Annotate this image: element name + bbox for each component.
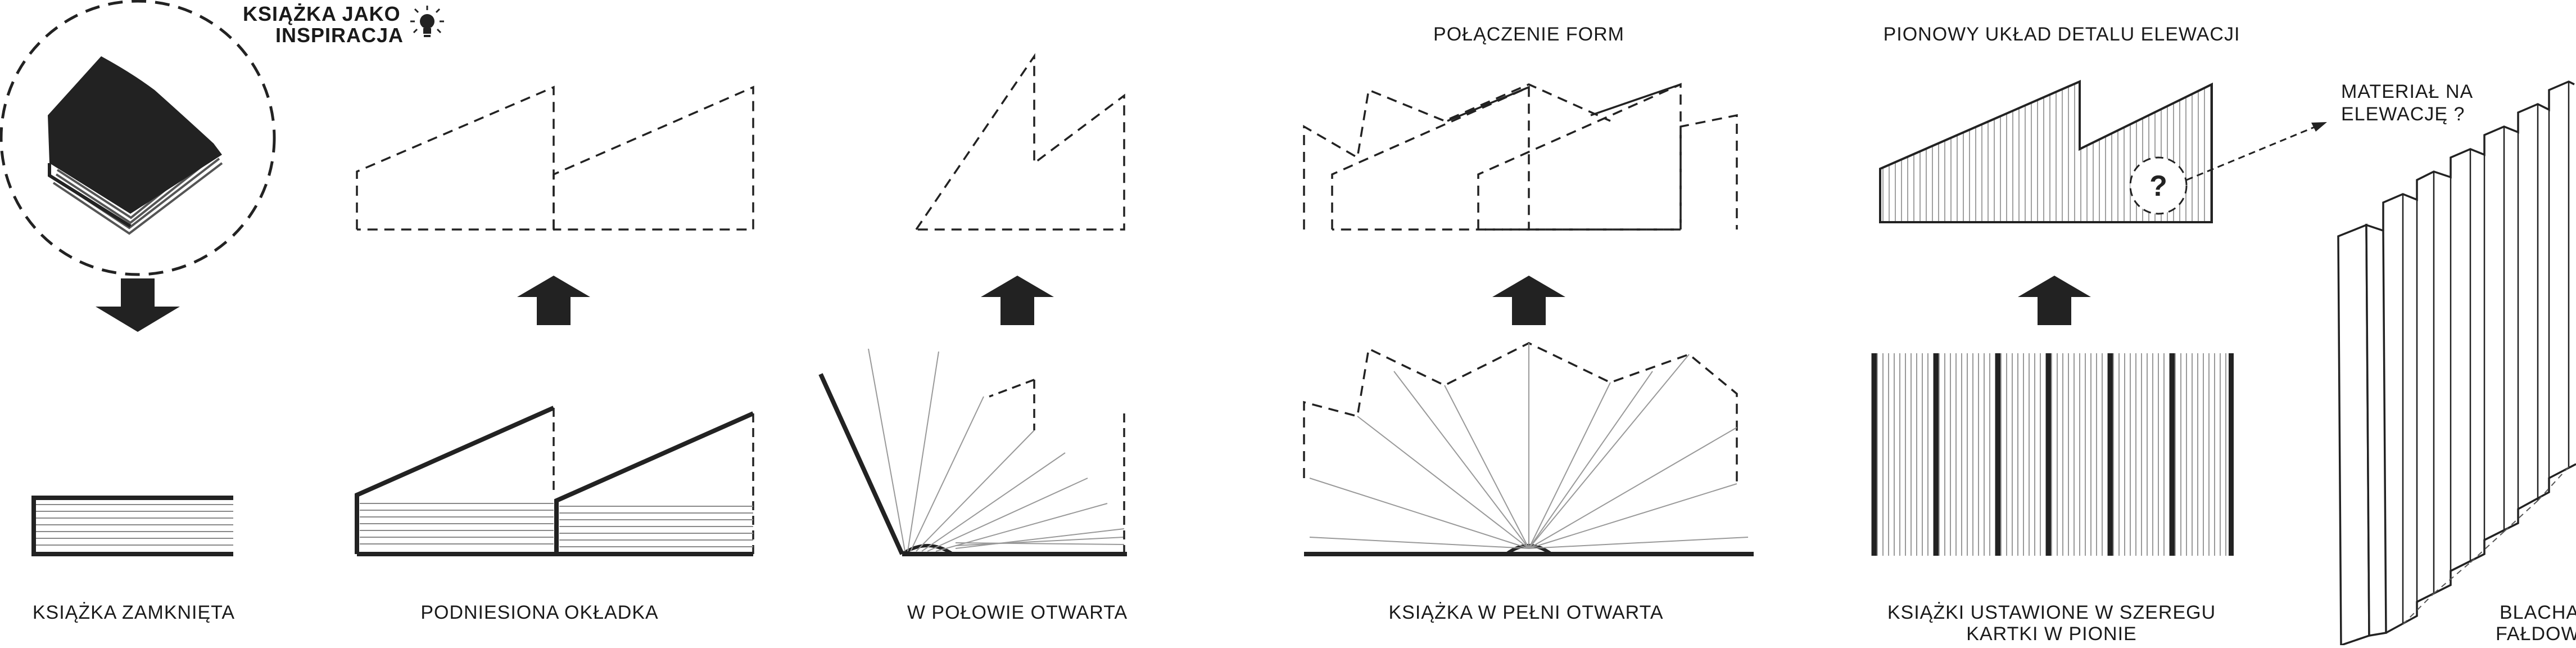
caption-full: KSIĄŻKA W PEŁNI OTWARTA bbox=[1388, 602, 1664, 623]
title-forms: POŁĄCZENIE FORM bbox=[1433, 24, 1624, 45]
up-arrow-1 bbox=[517, 276, 590, 325]
up-arrow-4 bbox=[2018, 276, 2091, 325]
caption-sheet-1: BLACHA bbox=[2500, 602, 2576, 623]
header-line-2: INSPIRACJA bbox=[275, 24, 404, 47]
inspiration-book bbox=[0, 0, 276, 276]
up-arrow-2 bbox=[981, 276, 1054, 325]
material-label-1: MATERIAŁ NA bbox=[2341, 81, 2474, 102]
book-spine bbox=[1934, 353, 1939, 556]
raised-cover-dashed bbox=[356, 86, 754, 231]
closed-book bbox=[31, 496, 233, 556]
caption-closed: KSIĄŻKA ZAMKNIĘTA bbox=[32, 602, 236, 623]
half-open-dashed bbox=[915, 53, 1125, 231]
question-mark: ? bbox=[2149, 170, 2167, 202]
book-cover bbox=[48, 56, 222, 214]
caption-raised: PODNIESIONA OKŁADKA bbox=[420, 602, 659, 623]
up-arrow-3 bbox=[1492, 276, 1565, 325]
material-label-2: ELEWACJĘ ? bbox=[2341, 104, 2465, 125]
title-vertical: PIONOWY UKŁAD DETALU ELEWACJI bbox=[1883, 24, 2240, 45]
raised-cover-book bbox=[355, 406, 754, 556]
pointer-arrowhead bbox=[2311, 122, 2327, 132]
half-open-book bbox=[818, 348, 1127, 556]
book-spine bbox=[2108, 353, 2113, 556]
caption-half: W POŁOWIE OTWARTA bbox=[907, 602, 1128, 623]
books-in-row bbox=[1871, 353, 2234, 556]
book-spine bbox=[2170, 353, 2175, 556]
dashed-circle bbox=[0, 0, 276, 276]
caption-row-1: KSIĄŻKI USTAWIONE W SZEREGU bbox=[1887, 602, 2216, 623]
down-arrow bbox=[96, 278, 180, 332]
caption-sheet-2: FAŁDOWA bbox=[2496, 623, 2576, 645]
book-spine bbox=[1872, 353, 1877, 556]
forms-solid bbox=[1447, 83, 1681, 122]
header-line-1: KSIĄŻKA JAKO bbox=[243, 2, 401, 25]
vertical-facade: ? bbox=[1879, 79, 2327, 223]
book-spine bbox=[1995, 353, 2000, 556]
corrugated-sheet bbox=[2337, 80, 2576, 647]
caption-row-2: KARTKI W PIONIE bbox=[1966, 623, 2137, 645]
full-open-book bbox=[1303, 342, 1754, 556]
book-spine bbox=[2046, 353, 2051, 556]
question-circle bbox=[2129, 156, 2188, 215]
pointer-line bbox=[2186, 125, 2316, 181]
forms-dashed bbox=[1303, 83, 1738, 231]
lightbulb-icon bbox=[410, 6, 444, 37]
book-spine bbox=[2229, 353, 2234, 556]
